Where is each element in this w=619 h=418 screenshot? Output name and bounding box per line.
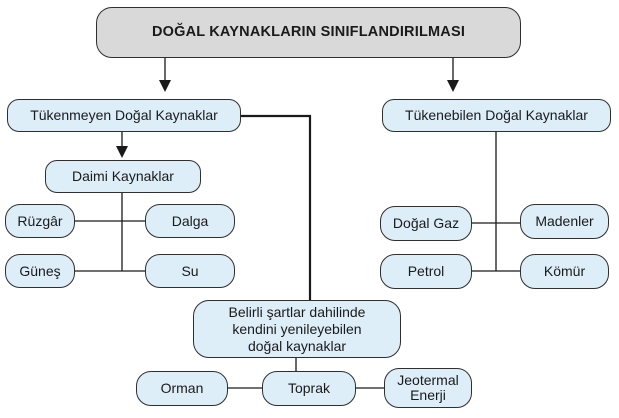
node-conditional: Belirli şartlar dahilinde kendini yenile…	[193, 300, 401, 358]
node-forest: Orman	[136, 371, 228, 406]
node-soil: Toprak	[262, 371, 356, 406]
node-oil: Petrol	[380, 254, 472, 289]
node-wave: Dalga	[145, 204, 235, 238]
conditional-line-1: Belirli şartlar dahilinde	[228, 303, 366, 320]
diagram-title: DOĞAL KAYNAKLARIN SINIFLANDIRILMASI	[96, 7, 521, 58]
geothermal-line-2: Enerji	[410, 387, 446, 403]
node-permanent: Daimi Kaynaklar	[45, 160, 201, 193]
conditional-line-3: doğal kaynaklar	[247, 337, 347, 354]
node-natural-gas: Doğal Gaz	[380, 206, 472, 241]
node-sun: Güneş	[5, 254, 75, 288]
arrow-head-permanent	[116, 146, 128, 158]
arrow-head-right	[447, 80, 459, 92]
node-minerals: Madenler	[520, 204, 609, 239]
connector-renewable-conditional	[241, 114, 312, 300]
node-wind: Rüzgâr	[5, 204, 75, 238]
node-water: Su	[145, 254, 235, 288]
conditional-line-2: kendini yenileyebilen	[232, 320, 362, 337]
arrow-head-left	[159, 80, 171, 92]
node-coal: Kömür	[520, 254, 609, 289]
node-geothermal: Jeotermal Enerji	[384, 368, 472, 408]
node-nonrenewable: Tükenebilen Doğal Kaynaklar	[382, 99, 611, 132]
geothermal-line-1: Jeotermal	[397, 372, 459, 388]
node-renewable: Tükenmeyen Doğal Kaynaklar	[7, 99, 241, 132]
